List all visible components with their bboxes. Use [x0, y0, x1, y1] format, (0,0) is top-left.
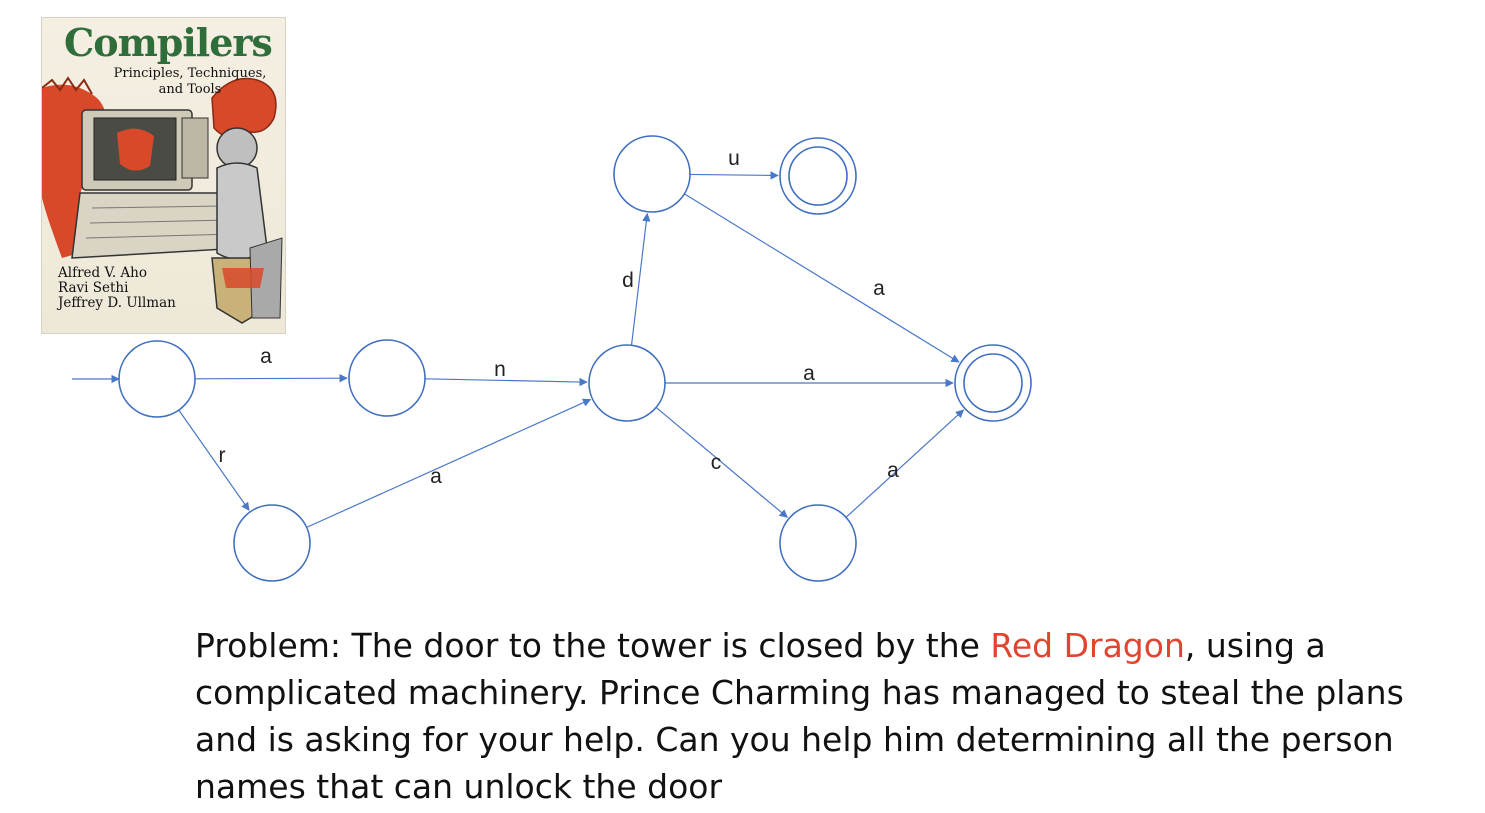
- accepting-state-inner-ring: [963, 353, 1023, 413]
- transition-label: a: [260, 345, 272, 368]
- states: [118, 135, 1032, 582]
- state: [779, 504, 857, 582]
- transition-arrow: [630, 212, 651, 346]
- book-subtitle: Principles, Techniques, and Tools: [113, 66, 267, 97]
- transition-arrow: [194, 374, 348, 383]
- transition-label: n: [494, 358, 506, 381]
- transition-label: a: [803, 362, 815, 385]
- book-title: Compilers: [64, 20, 273, 65]
- book-cover-art: [42, 76, 283, 324]
- book-author: Jeffrey D. Ullman: [58, 295, 176, 311]
- problem-text-before: : The door to the tower is closed by the: [329, 626, 991, 665]
- problem-statement: Problem: The door to the tower is closed…: [195, 622, 1425, 810]
- transition-label: d: [622, 269, 634, 292]
- transition-arrow: [306, 398, 592, 528]
- state: [348, 339, 426, 417]
- transition-label: u: [728, 147, 740, 170]
- state: [613, 135, 691, 213]
- book-author: Ravi Sethi: [58, 280, 129, 296]
- problem-label: Problem: [195, 626, 330, 665]
- transition-label: a: [873, 277, 885, 300]
- transition-label: c: [711, 451, 722, 474]
- transition-labels: a r n a d u a a c a: [219, 147, 900, 488]
- transition-arrow: [845, 409, 965, 518]
- state: [233, 504, 311, 582]
- transition-arrow: [655, 406, 788, 518]
- transition-label: r: [219, 444, 226, 467]
- transition-arrow: [178, 409, 250, 511]
- book-author: Alfred V. Aho: [58, 265, 147, 281]
- state: [118, 340, 196, 418]
- transition-label: a: [430, 465, 442, 488]
- transition-arrow: [684, 193, 960, 363]
- red-dragon-highlight: Red Dragon: [990, 626, 1185, 665]
- state: [588, 344, 666, 422]
- accepting-state-inner-ring: [788, 146, 848, 206]
- problem-text-after: , using a complicated machinery. Prince …: [195, 626, 1404, 806]
- transitions: [72, 171, 965, 528]
- book-authors: Alfred V. Aho Ravi Sethi Jeffrey D. Ullm…: [58, 266, 176, 311]
- transition-arrow: [689, 171, 779, 180]
- transition-arrow: [424, 377, 588, 387]
- book-cover-image: Compilers Principles, Techniques, and To…: [42, 18, 285, 333]
- transition-label: a: [887, 459, 899, 482]
